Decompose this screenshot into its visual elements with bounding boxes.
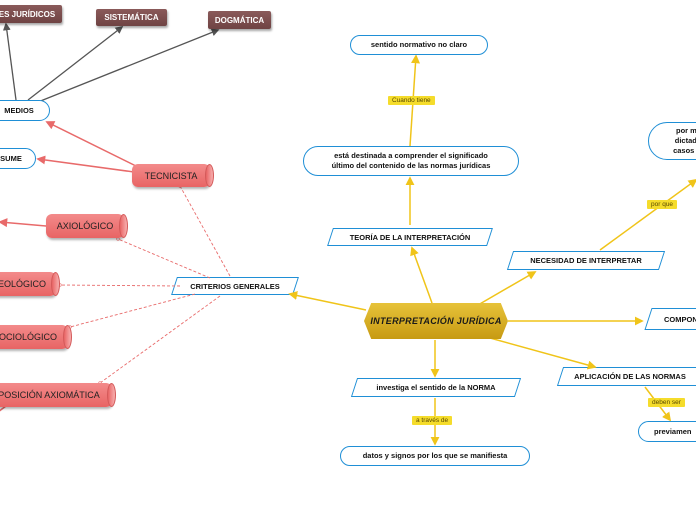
edge-criterios-teologico <box>58 283 181 287</box>
previamen-node[interactable]: previamen <box>638 421 696 442</box>
teoria-node[interactable]: TEORÍA DE LA INTERPRETACIÓN <box>330 228 490 246</box>
edge-axiomatica-left <box>0 405 7 412</box>
edge-criterios-axiomatica <box>98 295 221 385</box>
label-deben-ser: deben ser <box>648 398 685 407</box>
necesidad-label: NECESIDAD DE INTERPRETAR <box>530 256 642 265</box>
necesidad-node[interactable]: NECESIDAD DE INTERPRETAR <box>510 251 662 270</box>
edge-criterios-tecnicista <box>178 184 231 277</box>
axiomatica-node[interactable]: POSICIÓN AXIOMÁTICA <box>0 383 116 407</box>
compon-label: COMPON <box>664 314 696 324</box>
es-juridicos-label: ES JURÍDICOS <box>0 9 56 19</box>
sociologico-label: OCIOLÓGICO <box>0 332 57 342</box>
por-ma-node[interactable]: por má dictada casos q <box>648 122 696 160</box>
destinada-label-line1: está destinada a comprender el significa… <box>334 151 488 160</box>
edge-tecnicista-sume <box>36 155 135 173</box>
datos-label: datos y signos por los que se manifiesta <box>362 451 508 460</box>
medios-node[interactable]: MEDIOS <box>0 100 50 121</box>
edge-center-aplicacion <box>489 337 597 370</box>
medios-label: MEDIOS <box>4 105 34 115</box>
edge-tecnicista-medios <box>45 121 141 169</box>
por-ma-line1: por má <box>675 126 696 135</box>
axiologico-node[interactable]: AXIOLÓGICO <box>46 214 128 238</box>
investiga-label: investiga el sentido de la NORMA <box>376 383 496 392</box>
edge-necesidad-porma <box>599 178 696 251</box>
destinada-label-line2: último del contenido de las normas juríd… <box>331 161 491 170</box>
datos-node[interactable]: datos y signos por los que se manifiesta <box>340 446 530 466</box>
sistematica-label: SISTEMÁTICA <box>104 13 159 22</box>
central-topic[interactable]: INTERPRETACIÓN JURÍDICA <box>364 303 508 339</box>
axiologico-label: AXIOLÓGICO <box>56 221 114 231</box>
edge-center-necesidad <box>477 271 537 306</box>
investiga-node[interactable]: investiga el sentido de la NORMA <box>354 378 518 397</box>
es-juridicos-box[interactable]: ES JURÍDICOS <box>0 5 62 23</box>
edge-center-criterios <box>288 291 367 311</box>
teologico-label: EOLÓGICO <box>0 279 46 289</box>
previamen-label: previamen <box>654 426 692 436</box>
edge-medios-dogmatica <box>37 28 220 103</box>
dogmatica-box[interactable]: DOGMÁTICA <box>208 11 271 29</box>
edge-criterios-axiologico <box>116 237 211 279</box>
label-cuando-tiene: Cuando tiene <box>388 96 435 105</box>
edge-medios-esjuridicos <box>2 22 17 101</box>
central-topic-label: INTERPRETACIÓN JURÍDICA <box>370 316 502 326</box>
teologico-node[interactable]: EOLÓGICO <box>0 272 60 296</box>
edge-axiologico-left <box>0 218 47 228</box>
sentido-node[interactable]: sentido normativo no claro <box>350 35 488 55</box>
aplicacion-node[interactable]: APLICACIÓN DE LAS NORMAS <box>560 367 696 386</box>
criterios-label: CRITERIOS GENERALES <box>190 281 280 291</box>
edge-criterios-sociologico <box>68 293 196 329</box>
edge-medios-sistematica <box>27 26 124 101</box>
tecnicista-node[interactable]: TECNICISTA <box>132 164 214 187</box>
axiomatica-label: POSICIÓN AXIOMÁTICA <box>0 390 100 400</box>
por-ma-line3: casos q <box>673 146 696 155</box>
sociologico-node[interactable]: OCIOLÓGICO <box>0 325 72 349</box>
label-por-que: por que <box>647 200 678 209</box>
teoria-label: TEORÍA DE LA INTERPRETACIÓN <box>349 232 471 242</box>
tecnicista-label: TECNICISTA <box>144 170 198 181</box>
dogmatica-label: DOGMÁTICA <box>214 15 265 25</box>
label-a-traves-de: a través de <box>412 416 453 425</box>
sume-label: SUME <box>0 153 22 163</box>
sume-node[interactable]: SUME <box>0 148 36 169</box>
sistematica-box[interactable]: SISTEMÁTICA <box>96 9 167 26</box>
por-ma-line2: dictada <box>674 136 696 145</box>
criterios-node[interactable]: CRITERIOS GENERALES <box>174 277 296 295</box>
compon-node[interactable]: COMPON <box>648 308 696 330</box>
sentido-label: sentido normativo no claro <box>370 40 468 49</box>
aplicacion-label: APLICACIÓN DE LAS NORMAS <box>574 372 686 381</box>
edge-center-teoria <box>410 246 433 304</box>
destinada-node[interactable]: está destinada a comprender el significa… <box>303 146 519 176</box>
